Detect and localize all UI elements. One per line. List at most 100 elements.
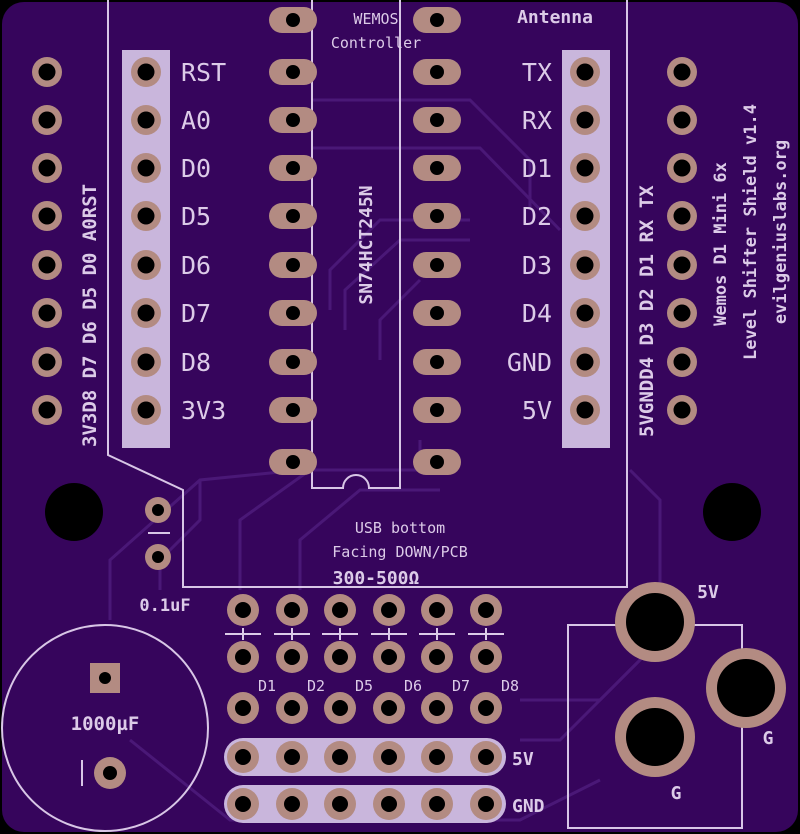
chip-pin-right-hole (430, 113, 444, 127)
rail-gnd-pad-hole (332, 796, 348, 812)
right-header-pad-hole (576, 63, 594, 81)
chip-pin-left-hole (286, 455, 300, 469)
left-header-pad-hole (137, 353, 155, 371)
resistor-mid-pad-hole (284, 649, 300, 665)
chip-pin-right-hole (430, 403, 444, 417)
rail-gnd-pad-hole (381, 796, 397, 812)
right-header-label: D2 (522, 202, 552, 231)
right-outer-pad-hole (673, 207, 691, 225)
controller-label: Controller (331, 34, 421, 52)
small-cap-pad-hole (152, 504, 164, 516)
left-header-pad-hole (137, 401, 155, 419)
rail-5v-pad-hole (478, 749, 494, 765)
jack-g-pad-hole (626, 708, 684, 766)
chip-pin-right-hole (430, 455, 444, 469)
rail-5v-label: 5V (512, 749, 534, 770)
left-header-pad-hole (137, 256, 155, 274)
pads-layer (32, 7, 786, 820)
resistor-mid-pad-hole (332, 649, 348, 665)
left-outer-pad-hole (38, 159, 56, 177)
resistor-mid-pad-hole (429, 649, 445, 665)
left-outer-pad-hole (38, 304, 56, 322)
left-header-label: D5 (181, 202, 211, 231)
output-pad-hole (284, 700, 300, 716)
big-cap-square-pad-hole (99, 672, 111, 684)
mounting-hole-left (45, 483, 103, 541)
chip-pin-left-hole (286, 65, 300, 79)
chip-pin-right-hole (430, 209, 444, 223)
left-outer-pad-hole (38, 63, 56, 81)
chip-pin-left-hole (286, 113, 300, 127)
chip-pin-left-hole (286, 13, 300, 27)
chip-pin-right-hole (430, 306, 444, 320)
left-header-pad-hole (137, 159, 155, 177)
chip-pin-left-hole (286, 403, 300, 417)
rail-gnd-label: GND (512, 796, 545, 817)
right-outer-pad-hole (673, 63, 691, 81)
output-label: D7 (452, 677, 470, 695)
output-pad-hole (381, 700, 397, 716)
chip-pin-left-hole (286, 258, 300, 272)
right-outer-pad-hole (673, 111, 691, 129)
chip-pin-left-hole (286, 209, 300, 223)
chip-pin-right-hole (430, 161, 444, 175)
mounting-hole-right (703, 483, 761, 541)
right-header-pad-hole (576, 353, 594, 371)
chip-pin-left-hole (286, 306, 300, 320)
usb-facing-label: Facing DOWN/PCB (332, 543, 467, 561)
board-website: evilgeniuslabs.org (771, 140, 791, 324)
rail-gnd-pad-hole (429, 796, 445, 812)
chip-pin-left-hole (286, 355, 300, 369)
right-header-label: D1 (522, 154, 552, 183)
rail-gnd-pad-hole (478, 796, 494, 812)
right-header-label: RX (522, 106, 552, 135)
right-header-pad-hole (576, 256, 594, 274)
right-outer-pad-hole (673, 401, 691, 419)
left-header-pad-hole (137, 207, 155, 225)
left-header-label: 3V3 (181, 396, 226, 425)
left-outer-pad-hole (38, 111, 56, 129)
resistor-top-pad-hole (235, 602, 251, 618)
rail-gnd-pad-hole (284, 796, 300, 812)
right-header-pad-hole (576, 111, 594, 129)
rail-5v-pad-hole (429, 749, 445, 765)
jack-g-label-bottom: G (671, 783, 682, 804)
resistor-mid-pad-hole (381, 649, 397, 665)
jack-g-pad-hole (717, 659, 775, 717)
resistor-mid-pad-hole (235, 649, 251, 665)
right-outer-labels: 5VGNDD4 D3 D2 D1 RX TX (636, 185, 658, 437)
left-header-pad-hole (137, 63, 155, 81)
output-pad-hole (429, 700, 445, 716)
jack-g-label-right: G (763, 728, 774, 749)
left-header-label: D0 (181, 154, 211, 183)
left-header-label: A0 (181, 106, 211, 135)
right-outer-pad-hole (673, 159, 691, 177)
right-outer-pad-hole (673, 304, 691, 322)
chip-pin-right-hole (430, 13, 444, 27)
output-pad-hole (332, 700, 348, 716)
resistor-top-pad-hole (332, 602, 348, 618)
left-header-pad-hole (137, 111, 155, 129)
chip-pin-right-hole (430, 258, 444, 272)
chip-part-label: SN74HCT245N (356, 185, 377, 304)
left-header-label: D8 (181, 348, 211, 377)
left-header-label: RST (181, 58, 226, 87)
usb-bottom-label: USB bottom (355, 519, 445, 537)
jack-5v-label: 5V (697, 582, 719, 603)
right-header-label: D4 (522, 299, 552, 328)
output-label: D6 (404, 677, 422, 695)
right-outer-pad-hole (673, 353, 691, 371)
output-pad-hole (478, 700, 494, 716)
left-outer-pad-hole (38, 256, 56, 274)
wemos-label: WEMOS (353, 10, 398, 28)
big-cap-value: 1000µF (71, 713, 140, 735)
rail-5v-pad-hole (381, 749, 397, 765)
chip-pin-right-hole (430, 355, 444, 369)
resistor-top-pad-hole (284, 602, 300, 618)
resistor-top-pad-hole (381, 602, 397, 618)
small-cap-pad-hole (152, 551, 164, 563)
output-label: D8 (501, 677, 519, 695)
right-header-pad-hole (576, 304, 594, 322)
right-header-pad-hole (576, 401, 594, 419)
